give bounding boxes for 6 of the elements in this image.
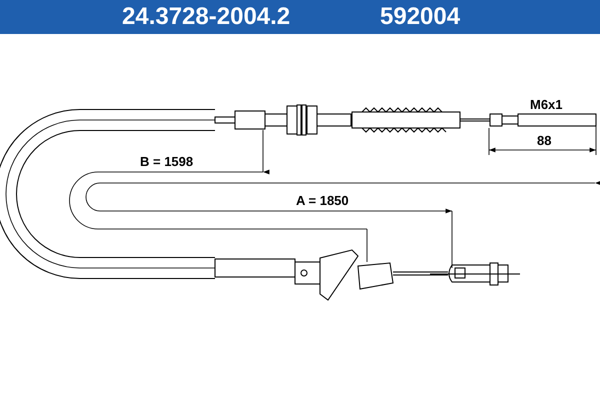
dimension-label: 88 [537,133,552,148]
dimension-label: B = 1598 [140,154,194,169]
part-number: 24.3728-2004.2 [122,3,290,31]
reference-number: 592004 [380,3,460,31]
dimension-label: A = 1850 [296,193,349,208]
thread-size: M6x1 [530,97,563,112]
